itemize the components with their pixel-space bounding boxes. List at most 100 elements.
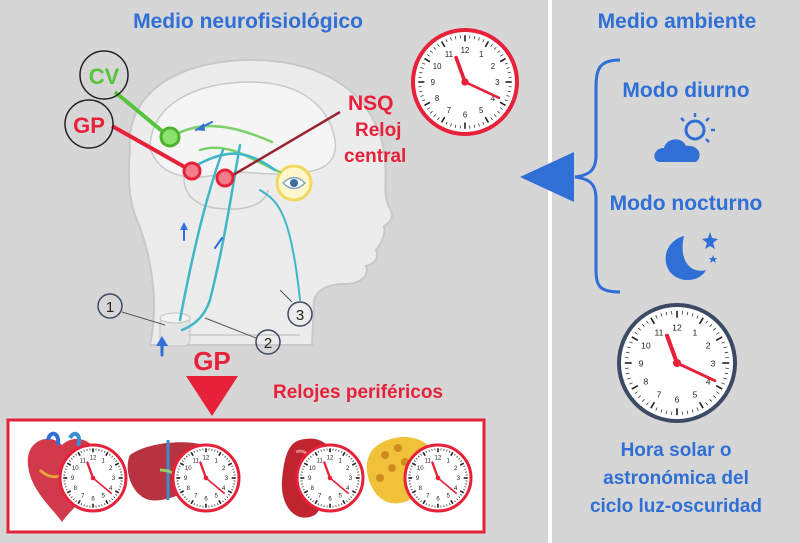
clock-number: 10: [433, 62, 442, 71]
clock-number: 1: [447, 458, 451, 464]
clock-number: 4: [706, 376, 711, 386]
pathway-marker-1: 1: [97, 293, 166, 326]
clock-number: 4: [346, 486, 350, 492]
gp-label: GP: [73, 113, 105, 138]
title-medio-neurofisiologico: Medio neurofisiológico: [133, 10, 363, 33]
clock-number: 12: [327, 456, 334, 462]
clock-number: 2: [222, 466, 226, 472]
clock-number: 8: [187, 486, 191, 492]
clock-number: 2: [706, 341, 711, 351]
clock-number: 11: [445, 50, 453, 59]
clock-number: 11: [655, 327, 664, 337]
svg-text:3: 3: [296, 307, 304, 324]
clock-number: 9: [71, 476, 75, 482]
clock-number: 8: [435, 94, 439, 103]
clock-number: 7: [447, 106, 451, 115]
clock-number: 3: [495, 78, 499, 87]
clock-number: 5: [339, 494, 343, 500]
clock-number: 1: [215, 458, 219, 464]
clock-number: 9: [308, 476, 312, 482]
clock-number: 11: [193, 458, 200, 464]
clock-number: 10: [72, 466, 79, 472]
clock-number: 7: [657, 390, 662, 400]
down-arrow-icon: [186, 376, 238, 416]
bracket: [574, 58, 621, 294]
gp-nucleus: [182, 161, 202, 181]
clock-number: 7: [318, 494, 322, 500]
clock-number: 5: [693, 390, 698, 400]
clock-number: 1: [479, 50, 483, 59]
clock-number: 1: [693, 327, 698, 337]
clock-number: 6: [328, 496, 332, 502]
clock-number: 7: [194, 494, 198, 500]
clock-number: 7: [426, 494, 430, 500]
clock-number: 9: [431, 78, 435, 87]
clock-number: 10: [185, 466, 192, 472]
clock-number: 2: [109, 466, 113, 472]
eye-icon: [275, 164, 313, 202]
clock-number: 12: [90, 456, 97, 462]
clock-number: 3: [225, 476, 229, 482]
caption-line-2: astronómica del: [603, 468, 749, 489]
relojes-perifericos-label: Relojes periféricos: [273, 382, 443, 403]
head-silhouette: [127, 58, 393, 347]
clock-number: 9: [416, 476, 420, 482]
clock-number: 3: [349, 476, 353, 482]
clock-number: 2: [454, 466, 458, 472]
clock-number: 6: [204, 496, 208, 502]
nsq-label: NSQ: [348, 92, 394, 115]
clock-number: 8: [74, 486, 78, 492]
clock-number: 8: [419, 486, 423, 492]
clock-number: 4: [491, 94, 496, 103]
central-label: central: [344, 146, 406, 167]
clock-number: 11: [317, 458, 324, 464]
left-arrow-icon: [520, 152, 574, 202]
title-medio-ambiente: Medio ambiente: [598, 10, 757, 33]
clock-number: 2: [346, 466, 350, 472]
pathway-marker-2: 2: [204, 317, 281, 355]
clock-number: 9: [639, 358, 644, 368]
nsq-connector: [227, 110, 341, 180]
sun-cloud-icon: [654, 113, 715, 162]
clock-number: 4: [222, 486, 226, 492]
clock-number: 1: [339, 458, 343, 464]
clock-number: 5: [479, 106, 484, 115]
clock-number: 12: [461, 46, 470, 55]
gp-connector: [111, 124, 191, 172]
caption-line-3: ciclo luz-oscuridad: [590, 496, 762, 517]
reloj-label: Reloj: [355, 120, 401, 141]
clock-number: 12: [435, 456, 442, 462]
clock-number: 6: [675, 394, 680, 404]
clock-number: 10: [641, 341, 651, 351]
clock-number: 10: [309, 466, 316, 472]
cv-connector: [113, 90, 170, 138]
clock-number: 5: [102, 494, 106, 500]
clock-number: 5: [215, 494, 219, 500]
clock-number: 6: [463, 110, 467, 119]
gp-arrow-label: GP: [193, 346, 231, 376]
clock-number: 11: [425, 458, 432, 464]
clock-number: 12: [672, 323, 682, 333]
clock-number: 4: [454, 486, 458, 492]
modo-nocturno-label: Modo nocturno: [610, 192, 763, 215]
clock-number: 12: [203, 456, 210, 462]
clock-number: 3: [112, 476, 116, 482]
clock-number: 11: [80, 458, 87, 464]
clock-number: 5: [447, 494, 451, 500]
cv-label: CV: [89, 64, 120, 89]
panel-divider: [548, 0, 552, 543]
clock-number: 6: [91, 496, 95, 502]
clock-number: 6: [436, 496, 440, 502]
clock-number: 9: [184, 476, 188, 482]
cv-circle: [79, 50, 129, 100]
cv-nucleus: [159, 126, 181, 148]
clock-number: 8: [311, 486, 315, 492]
clock-number: 1: [102, 458, 106, 464]
clock-number: 10: [417, 466, 424, 472]
